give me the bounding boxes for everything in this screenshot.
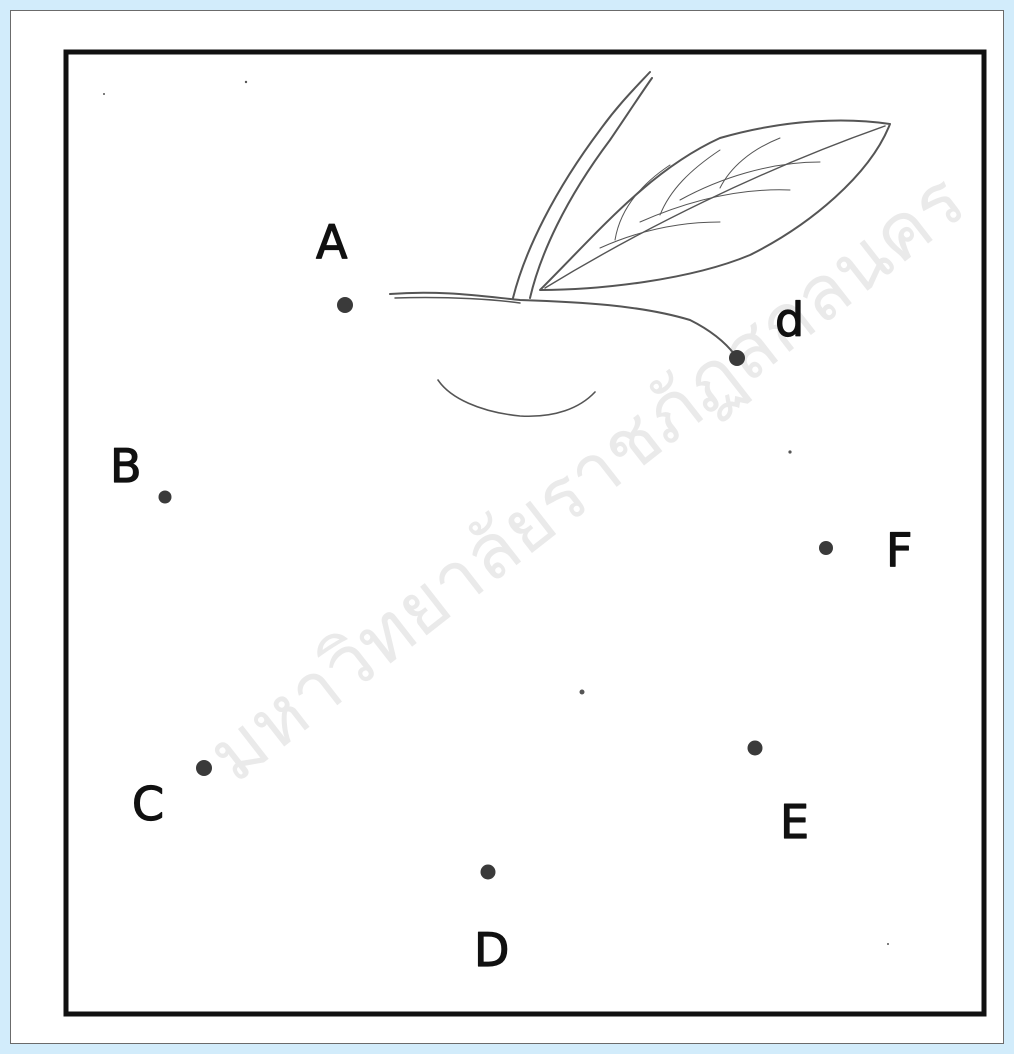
point-d-label: d bbox=[775, 293, 804, 347]
point-E-label: E bbox=[780, 795, 809, 849]
point-D-label: D bbox=[474, 923, 509, 977]
point-d-dot bbox=[729, 350, 745, 366]
point-E-dot bbox=[748, 741, 763, 756]
point-F-dot bbox=[819, 541, 833, 555]
point-A-dot bbox=[337, 297, 353, 313]
point-B-dot bbox=[159, 491, 172, 504]
point-A-label: A bbox=[316, 215, 348, 269]
point-F-label: F bbox=[886, 523, 912, 577]
watermark-text: มหาวิทยาลัยราชภัฏสกลนคร bbox=[191, 155, 981, 799]
point-B-label: B bbox=[110, 439, 142, 493]
point-C-label: C bbox=[132, 777, 164, 831]
point-C-dot bbox=[196, 760, 212, 776]
labels-layer: A B C D E F d bbox=[110, 215, 912, 977]
point-D-dot bbox=[481, 865, 496, 880]
